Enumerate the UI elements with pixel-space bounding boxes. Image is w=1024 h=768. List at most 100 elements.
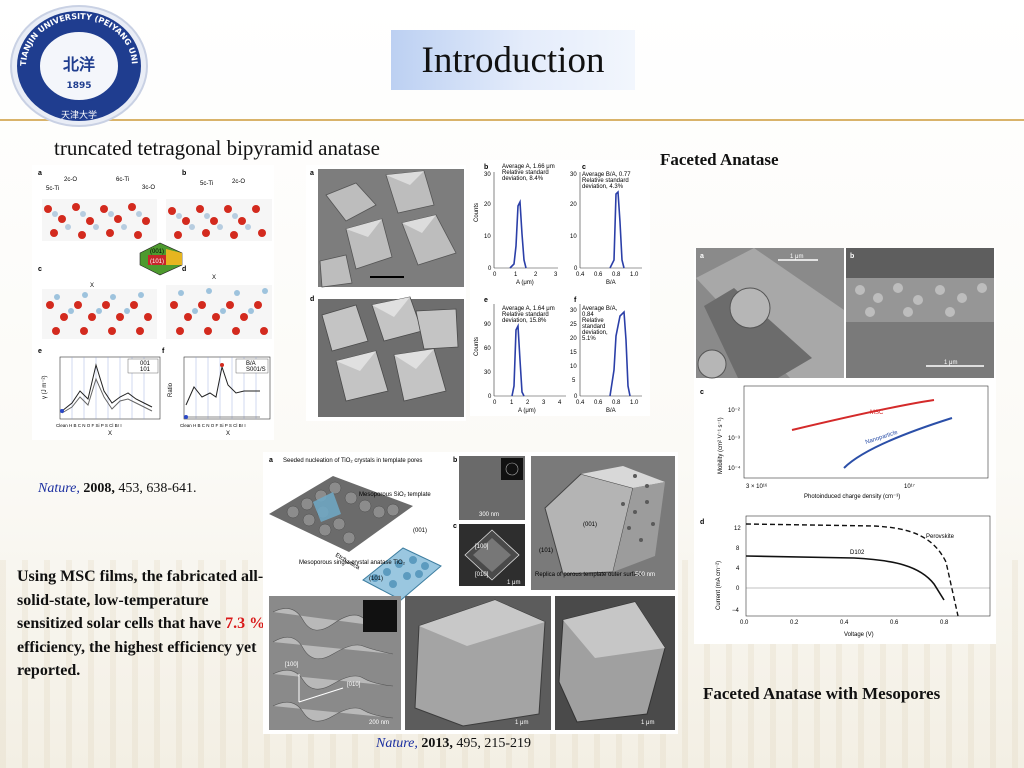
histograms-svg: b Average A, 1.66 μm Relative standard d… bbox=[474, 164, 642, 414]
right-scale-a: 1 μm bbox=[790, 254, 803, 260]
figure-right-svg: a 1 μm b 1 μm c Mobility (cm² V⁻¹ s⁻¹) 1… bbox=[696, 248, 994, 638]
atom-chain-d bbox=[166, 285, 272, 339]
plot-c-ytick-3: 10⁻⁴ bbox=[728, 465, 741, 472]
figure-2008-sem-svg: a d bbox=[310, 169, 464, 417]
body-text-before: Using MSC films, the fabricated all-soli… bbox=[17, 568, 264, 632]
plot-d-ytick-5: −4 bbox=[732, 608, 740, 614]
fig2013-scale-g: 1 μm bbox=[641, 720, 654, 726]
template-spheres bbox=[269, 476, 413, 552]
citation-2008-year: 2008, bbox=[83, 481, 115, 496]
hist-f-ytick-6: 5 bbox=[572, 378, 576, 384]
citation-2008: Nature, 2008, 453, 638-641. bbox=[38, 481, 197, 497]
logo-bottom-glyphs: 天津大学 bbox=[61, 109, 97, 121]
efficiency-highlight: 7.3 % bbox=[225, 615, 266, 632]
fig2013-scale-d: 500 nm bbox=[635, 572, 655, 578]
atom-chain-c bbox=[42, 289, 157, 339]
fig2013-scale-c: 1 μm bbox=[507, 580, 520, 586]
fig2013-dir-100: [100] bbox=[475, 544, 489, 550]
fig2013-d-face-101: (101) bbox=[539, 548, 553, 554]
faceted-heading: Faceted Anatase bbox=[660, 150, 779, 169]
plot-f-ylabel: Ratio bbox=[168, 382, 174, 397]
atom-label-1: 2c-O bbox=[64, 177, 77, 183]
plot-e-xticks: Clean H B C N O F Si P S Cl Br I bbox=[56, 423, 122, 428]
plot-c-xlabel: Photoinduced charge density (cm⁻³) bbox=[804, 494, 900, 500]
hist-e-xtick-2: 1 bbox=[510, 400, 514, 406]
plot-d-ytick-2: 8 bbox=[736, 546, 740, 552]
figure-2008-sem: a d bbox=[306, 165, 466, 421]
hist-c-xlabel: B/A bbox=[606, 280, 616, 286]
fig2013-text-5: Mesoporous single-crystal anatase TiO₂ bbox=[299, 560, 406, 566]
sem-panel-label-d: d bbox=[310, 296, 314, 303]
hist-b-xtick-3: 2 bbox=[534, 272, 538, 278]
hist-b-xtick-1: 0 bbox=[493, 272, 497, 278]
hist-b-ytick-3: 10 bbox=[484, 234, 491, 240]
citation-2013: Nature, 2013, 495, 215-219 bbox=[376, 736, 531, 752]
citation-2013-year: 2013, bbox=[421, 736, 453, 751]
hist-f-text-4: standard bbox=[582, 324, 605, 330]
fig2013-text-2: Mesoporous SiO₂ template bbox=[359, 492, 431, 498]
hist-c-text-2: Relative standard bbox=[582, 178, 629, 184]
body-text-after: efficiency, the highest efficiency yet r… bbox=[17, 638, 257, 680]
hist-f-xtick-2: 0.6 bbox=[594, 400, 603, 406]
citation-2013-rest: 495, 215-219 bbox=[452, 736, 532, 751]
mesoporous-crystal bbox=[362, 547, 442, 601]
left-heading: truncated tetragonal bipyramid anatase bbox=[54, 136, 380, 160]
hist-e-xtick-5: 4 bbox=[558, 400, 562, 406]
histogram-e: e Average A, 1.64 μm Relative standard d… bbox=[474, 297, 566, 414]
sem-panel-label-a: a bbox=[310, 170, 314, 177]
right-label-d: d bbox=[700, 519, 704, 526]
crystal-face-101: (101) bbox=[150, 259, 164, 265]
right-label-c: c bbox=[700, 389, 704, 396]
hist-b-ylabel: Counts bbox=[474, 203, 480, 222]
atom-label-8: X bbox=[212, 275, 216, 281]
fig2013-text-4: (001) bbox=[413, 528, 427, 534]
logo-center-glyphs: 北洋 bbox=[63, 55, 95, 74]
hist-c-ytick-3: 10 bbox=[570, 234, 577, 240]
hist-e-text-1: Average A, 1.64 μm bbox=[502, 306, 555, 312]
hist-c-xtick-1: 0.4 bbox=[576, 272, 585, 278]
hist-f-xlabel: B/A bbox=[606, 408, 616, 414]
hist-f-ytick-3: 20 bbox=[570, 336, 577, 342]
fig2013-dir-010: [010] bbox=[475, 572, 489, 578]
fig2013-label-c: c bbox=[453, 523, 457, 530]
figure-2008-structures-svg: a 2c-O 5c-Ti 6c-Ti 3c-O b 5c-Ti 2c-O c d… bbox=[38, 170, 272, 437]
hist-b-xlabel: A (μm) bbox=[516, 280, 534, 286]
panel-label-a: a bbox=[38, 170, 42, 177]
plot-d-ytick-4: 0 bbox=[736, 586, 740, 592]
histogram-f: f Average B/A, 0.84 Relative standard de… bbox=[570, 297, 642, 414]
figure-histograms: b Average A, 1.66 μm Relative standard d… bbox=[470, 160, 650, 416]
plot-d-xtick-5: 0.8 bbox=[940, 620, 949, 626]
hist-f-text-6: 5.1% bbox=[582, 336, 596, 342]
atom-label-7: X bbox=[90, 283, 94, 289]
plot-c-ylabel: Mobility (cm² V⁻¹ s⁻¹) bbox=[718, 417, 724, 474]
hist-c-text-1: Average B/A, 0.77 bbox=[582, 172, 631, 178]
hist-c-xtick-4: 1.0 bbox=[630, 272, 639, 278]
fig2013-text-6: (101) bbox=[369, 576, 383, 582]
right-label-b: b bbox=[850, 253, 854, 260]
hist-b-text-3: deviation, 8.4% bbox=[502, 176, 544, 182]
hist-f-xtick-3: 0.8 bbox=[612, 400, 621, 406]
plot-d-series-d102: D102 bbox=[850, 550, 865, 556]
panel-label-f: f bbox=[162, 348, 165, 355]
hist-b-ytick-2: 20 bbox=[484, 202, 491, 208]
hist-c-ytick-1: 30 bbox=[570, 172, 577, 178]
fig2013-label-a: a bbox=[269, 457, 273, 464]
hist-e-ytick-4: 0 bbox=[488, 394, 492, 400]
fig2013-d-replica: Replica of porous template outer surface bbox=[535, 572, 644, 578]
body-text: Using MSC films, the fabricated all-soli… bbox=[17, 565, 267, 683]
plot-e-legend-2: 101 bbox=[140, 367, 151, 373]
hist-e-xtick-3: 2 bbox=[526, 400, 530, 406]
plot-d-xtick-2: 0.2 bbox=[790, 620, 799, 626]
plot-d-series-perovskite: Perovskite bbox=[926, 534, 955, 540]
hist-c-xtick-3: 0.8 bbox=[612, 272, 621, 278]
hist-c-text-3: deviation, 4.3% bbox=[582, 184, 624, 190]
figure-2013-svg: a Seeded nucleation of TiO₂ crystals in … bbox=[269, 456, 675, 730]
plot-f-legend-1: B/A bbox=[246, 361, 256, 367]
hist-e-xtick-1: 0 bbox=[493, 400, 497, 406]
hist-c-label: c bbox=[582, 164, 586, 171]
plot-c-xtick-2: 10¹⁷ bbox=[904, 483, 915, 490]
hist-b-text-1: Average A, 1.66 μm bbox=[502, 164, 555, 170]
hist-f-ytick-4: 15 bbox=[570, 350, 577, 356]
plot-d-xtick-1: 0.0 bbox=[740, 620, 749, 626]
plot-d-xtick-4: 0.6 bbox=[890, 620, 899, 626]
